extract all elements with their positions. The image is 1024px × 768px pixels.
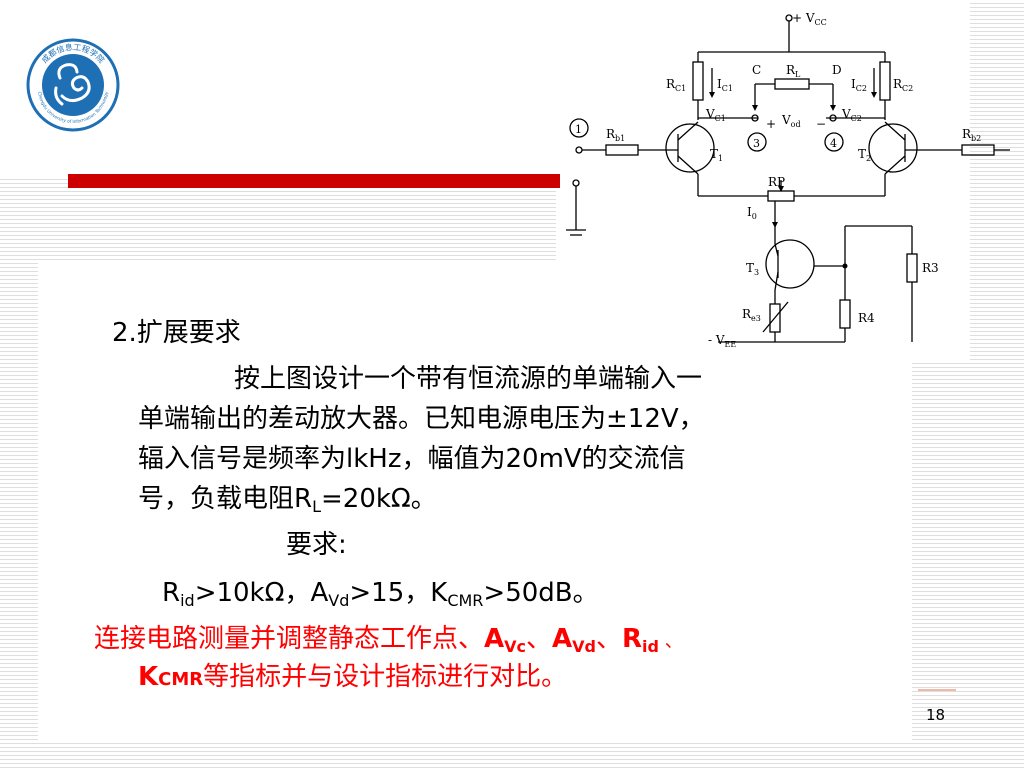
paragraph-line-4: 号，负载电阻RL=20kΩ。 (138, 484, 437, 516)
label-rc1: RC1 (666, 77, 686, 93)
label-t1: T1 (710, 147, 723, 163)
label-vod: Vod (781, 113, 801, 129)
university-logo: 成都信息工程学院 Chengdu University of Informati… (26, 38, 120, 132)
label-io: I0 (747, 205, 757, 221)
task-line-1: 连接电路测量并调整静态工作点、AVc、AVd、Rid 、 (94, 624, 683, 656)
label-r4: R4 (858, 311, 875, 325)
page-number-divider (918, 689, 956, 691)
label-rb2: Rb2 (962, 127, 981, 143)
label-ic2: IC2 (851, 77, 867, 93)
paragraph-line-1: 按上图设计一个带有恒流源的单端输入一 (234, 364, 703, 394)
label-vee: - VEE (708, 333, 736, 349)
label-rc2: RC2 (893, 77, 913, 93)
label-r3: R3 (922, 261, 939, 275)
label-rl: RL (786, 63, 801, 79)
label-t2: T2 (858, 147, 871, 163)
label-terminal-3: 3 (753, 137, 760, 150)
label-terminal-1: 1 (575, 123, 582, 136)
section-heading: 2.扩展要求 (112, 318, 241, 348)
label-vod-plus: + (766, 117, 776, 131)
label-rp: RP (768, 175, 785, 189)
logo-emblem-icon (54, 63, 91, 106)
circuit-panel (556, 0, 970, 360)
paragraph-line-2: 单端输出的差动放大器。已知电源电压为±12V， (138, 404, 705, 434)
label-node-d: D (832, 63, 842, 77)
requirements-label: 要求: (286, 530, 347, 560)
task-line-2: KCMR等指标并与设计指标进行对比。 (138, 662, 568, 692)
requirements-values: Rid>10kΩ，AVd>15，KCMR>50dB。 (162, 578, 599, 610)
label-vc1: VC1 (705, 107, 726, 123)
paragraph-line-3: 辐入信号是频率为lkHz，幅值为20mV的交流信 (138, 444, 686, 474)
label-vcc: + VCC (792, 11, 827, 27)
label-t3: T3 (746, 261, 759, 277)
label-vod-minus: − (816, 117, 826, 131)
red-accent-bar (68, 174, 560, 188)
label-rb1: Rb1 (606, 127, 625, 143)
label-node-c: C (752, 63, 761, 77)
label-re3: Re3 (742, 307, 761, 323)
label-terminal-4: 4 (830, 137, 837, 150)
label-vc2: VC2 (841, 107, 862, 123)
differential-amplifier-schematic: + VCC RC1 IC1 C RL D IC2 RC2 VC1 VC2 + V… (566, 11, 1010, 349)
page-number: 18 (926, 706, 946, 724)
label-ic1: IC1 (717, 77, 733, 93)
